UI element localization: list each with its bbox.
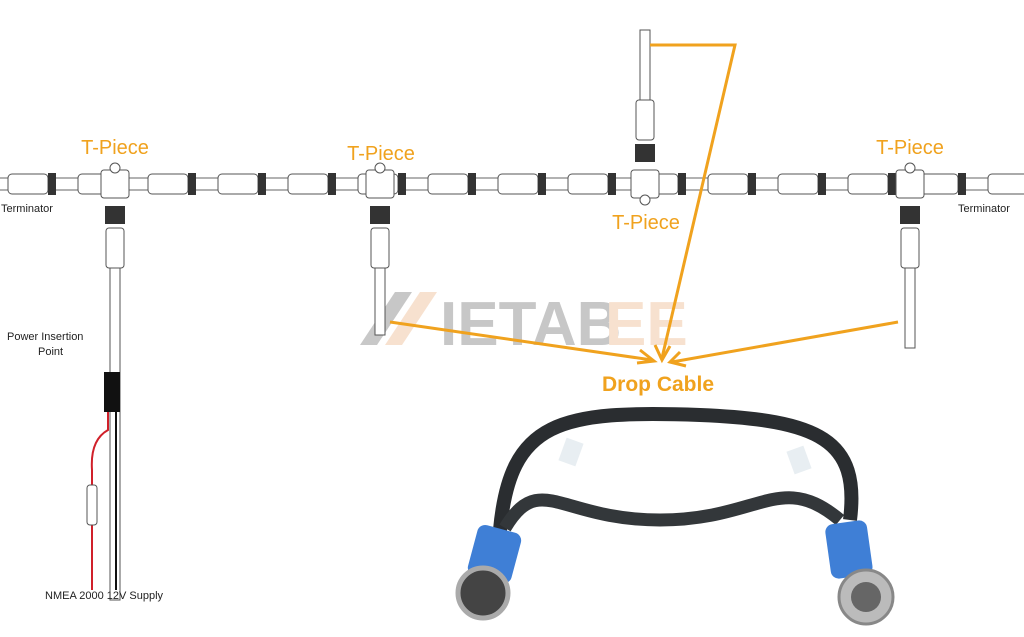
t-piece-body bbox=[895, 169, 925, 199]
connector bbox=[777, 173, 819, 195]
terminator-label-right: Terminator bbox=[958, 203, 1010, 215]
drop-connector bbox=[635, 99, 655, 141]
terminator-label-left: Terminator bbox=[1, 203, 53, 215]
coupling-nut bbox=[818, 173, 826, 195]
drop-coupling bbox=[370, 206, 390, 224]
connector bbox=[567, 173, 609, 195]
drop-cable-arrows bbox=[389, 43, 899, 368]
coupling-nut bbox=[398, 173, 406, 195]
drop-coupling bbox=[635, 144, 655, 162]
connector bbox=[217, 173, 259, 195]
power-insertion-label: Power Insertion bbox=[7, 331, 84, 343]
drop-cable-line bbox=[904, 267, 916, 349]
coupling-nut bbox=[188, 173, 196, 195]
drop-coupling bbox=[105, 206, 125, 224]
t-piece-body bbox=[100, 169, 130, 199]
coupling-nut bbox=[538, 173, 546, 195]
connector bbox=[147, 173, 189, 195]
coupling-nut bbox=[748, 173, 756, 195]
t-piece-label-4: T-Piece bbox=[876, 137, 944, 159]
coupling-nut bbox=[48, 173, 56, 195]
drop-cable-line bbox=[639, 29, 651, 101]
coupling-nut bbox=[258, 173, 266, 195]
drop-cable-label: Drop Cable bbox=[601, 373, 715, 396]
drop-connector bbox=[370, 227, 390, 269]
power-insertion-label-2: Point bbox=[38, 346, 64, 358]
coupling-nut bbox=[958, 173, 966, 195]
t-piece-label-3: T-Piece bbox=[612, 212, 680, 234]
t-piece-label-1: T-Piece bbox=[81, 137, 149, 159]
t-piece-body bbox=[630, 169, 660, 199]
t-piece-mount bbox=[109, 162, 121, 174]
t-piece-mount bbox=[639, 194, 651, 206]
connector bbox=[847, 173, 889, 195]
svg-text:IETAB: IETAB bbox=[440, 290, 621, 359]
drop-coupling bbox=[900, 206, 920, 224]
coupling-nut bbox=[608, 173, 616, 195]
t-piece-mount bbox=[904, 162, 916, 174]
drop-cable-photo bbox=[455, 407, 895, 626]
connector bbox=[497, 173, 539, 195]
power-supply-wires bbox=[86, 372, 120, 590]
connector bbox=[707, 173, 749, 195]
t-piece-body bbox=[365, 169, 395, 199]
drop-connector bbox=[105, 227, 125, 269]
watermark-logo: IETAB EE bbox=[360, 290, 688, 359]
coupling-nut bbox=[468, 173, 476, 195]
supply-label: NMEA 2000 12V Supply bbox=[45, 590, 164, 602]
connector bbox=[427, 173, 469, 195]
drop-cable-line bbox=[374, 267, 386, 336]
t-piece-mount bbox=[374, 162, 386, 174]
coupling-nut bbox=[888, 173, 896, 195]
connector bbox=[287, 173, 329, 195]
coupling-nut bbox=[678, 173, 686, 195]
drop-connector bbox=[900, 227, 920, 269]
connector bbox=[987, 173, 1024, 195]
connector bbox=[7, 173, 49, 195]
coupling-nut bbox=[328, 173, 336, 195]
t-piece-label-2: T-Piece bbox=[347, 143, 415, 165]
